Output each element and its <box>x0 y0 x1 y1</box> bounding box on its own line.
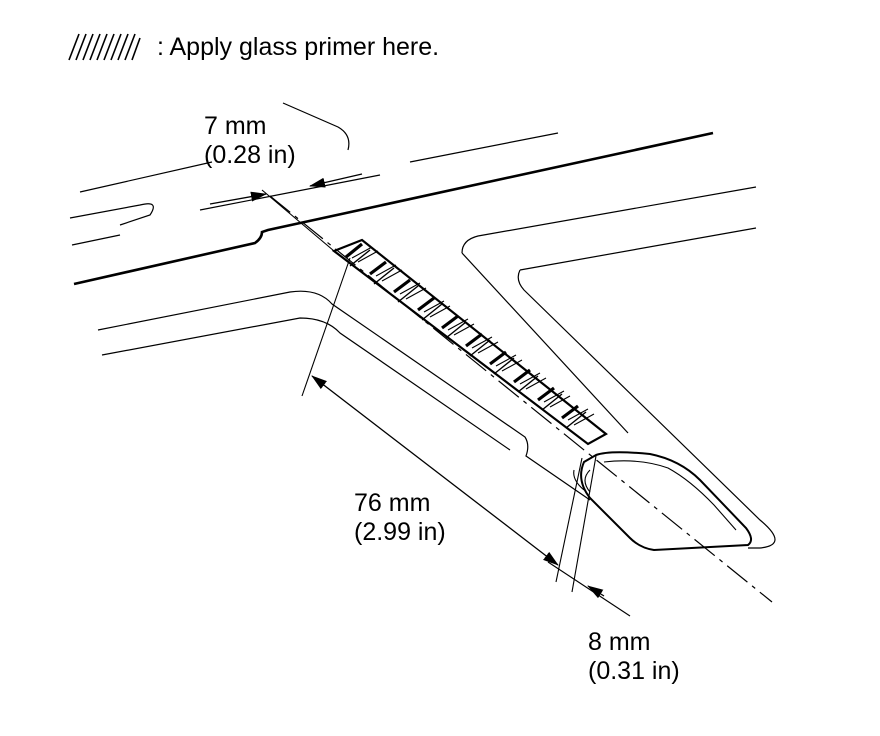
dimension-imperial: (0.28 in) <box>204 141 296 169</box>
dimension-label-width-top: 7 mm (0.28 in) <box>204 112 296 170</box>
legend-text: : Apply glass primer here. <box>157 33 439 62</box>
dimension-imperial: (0.31 in) <box>588 657 680 685</box>
dimension-metric: 7 mm <box>204 112 267 140</box>
dimension-label-width-end: 8 mm (0.31 in) <box>588 628 680 686</box>
dimension-label-length: 76 mm (2.99 in) <box>354 489 446 547</box>
legend-hatch-swatch <box>68 33 141 61</box>
body-panel-outline <box>69 102 776 549</box>
legend-description: : Apply glass primer here. <box>157 33 440 61</box>
dimension-arrows <box>209 173 605 599</box>
molding-clip <box>573 451 752 552</box>
dimension-imperial: (2.99 in) <box>354 518 446 546</box>
glass-edge <box>73 131 714 286</box>
primer-application-area <box>331 238 608 446</box>
dimension-metric: 8 mm <box>588 628 651 656</box>
extension-lines <box>261 189 631 617</box>
centerline <box>269 195 773 603</box>
dimension-metric: 76 mm <box>354 489 431 517</box>
